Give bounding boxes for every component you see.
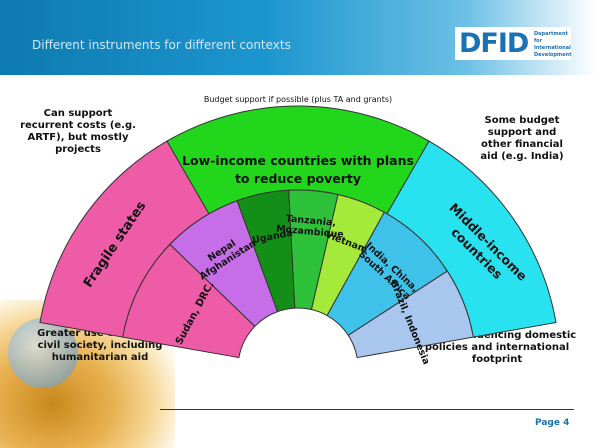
budget-support-label: Budget support if possible (plus TA and … [204,95,392,104]
slide-title: Different instruments for different cont… [32,38,291,52]
slide-header: Different instruments for different cont… [0,0,597,75]
footer-rule [160,409,574,410]
logo-text: DFID [459,28,529,59]
page-number: Page 4 [535,418,570,428]
note-bottom-right: Mostly influencing domestic policies and… [417,330,577,365]
logo-subtitle: Department for International Development [534,31,572,58]
dfid-logo: DFID Department for International Develo… [455,27,571,60]
decorative-globe [8,318,78,388]
note-top-right: Some budget support and other financial … [480,115,564,162]
note-top-left: Can support recurrent costs (e.g. ARTF),… [20,108,136,155]
inner-segment-brazil-indonesia [347,270,474,359]
